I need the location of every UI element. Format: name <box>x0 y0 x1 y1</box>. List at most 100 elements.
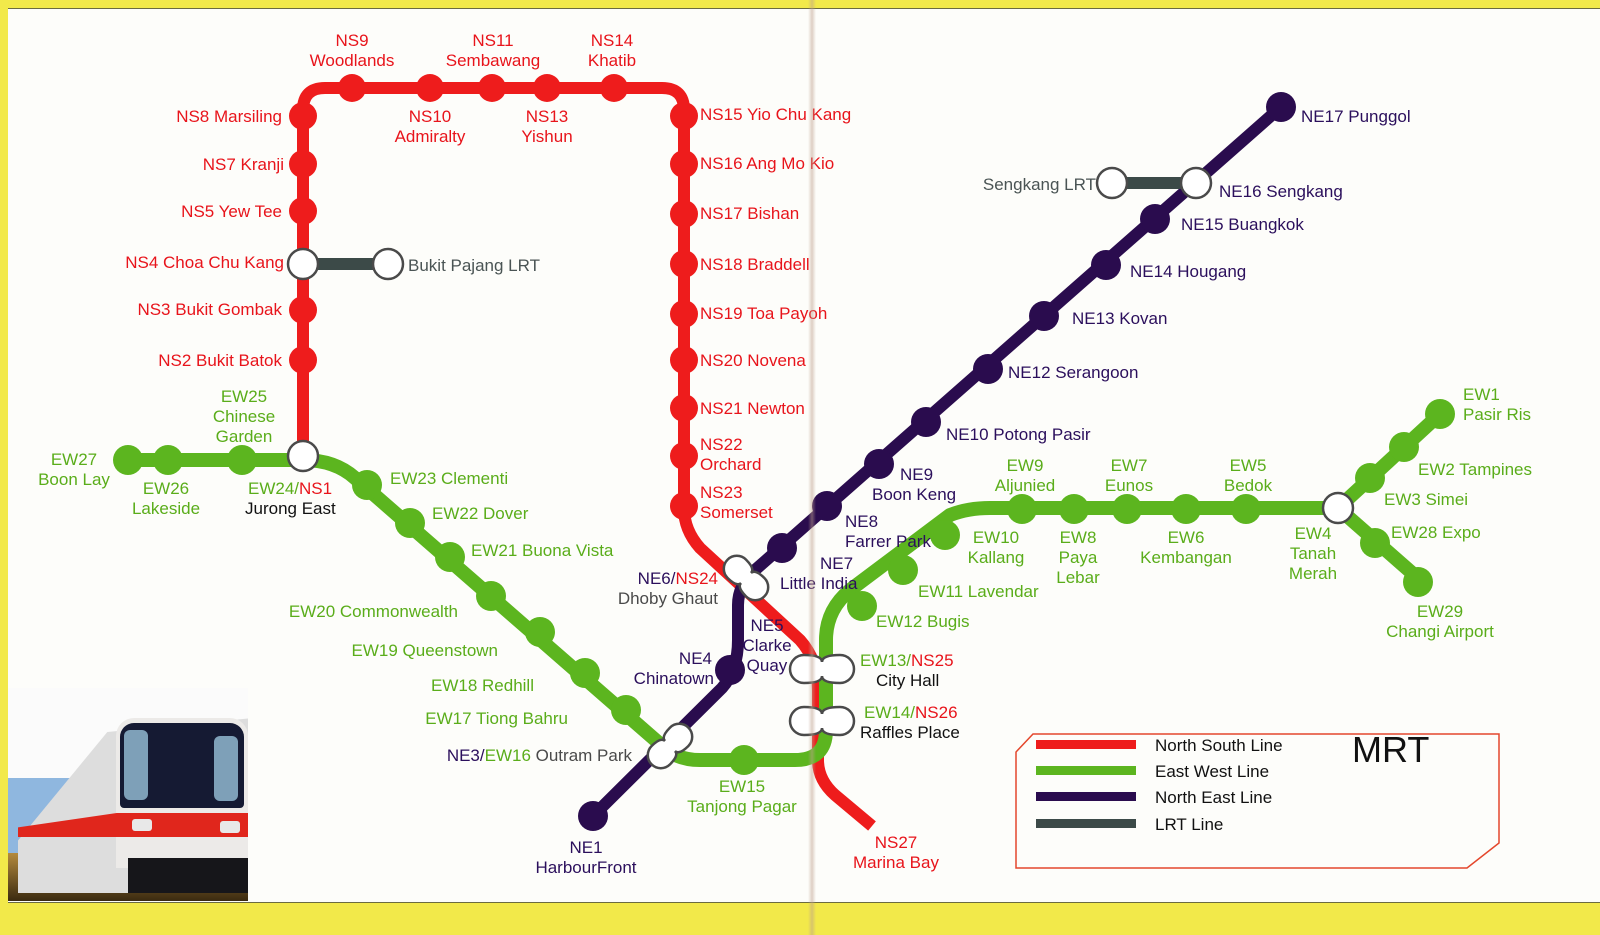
station-label-ew20[interactable]: EW20 Commonwealth <box>289 602 458 621</box>
station-label-ne14[interactable]: NE14 Hougang <box>1130 262 1246 281</box>
legend-title: MRT <box>1352 729 1429 770</box>
train-undercarriage <box>128 858 248 893</box>
tanah-merah-interchange-icon <box>1321 491 1355 525</box>
legend-label-north-south: North South Line <box>1155 736 1283 755</box>
legend-label-lrt: LRT Line <box>1155 815 1223 834</box>
legend-label-east-west: East West Line <box>1155 762 1269 781</box>
station-label-dhoby-ghaut[interactable]: Dhoby Ghaut <box>618 589 718 608</box>
station-label-ns17[interactable]: NS17 Bishan <box>700 204 799 223</box>
station-label-city-hall[interactable]: City Hall <box>876 671 939 690</box>
station-label-ns8[interactable]: NS8 Marsiling <box>176 107 282 126</box>
jurong-east-interchange-icon <box>286 439 320 473</box>
ns-station-dots <box>289 74 698 520</box>
bukit-pajang-lrt-icon <box>371 247 405 281</box>
station-label-ew23[interactable]: EW23 Clementi <box>390 469 508 488</box>
legend-label-north-east: North East Line <box>1155 788 1272 807</box>
station-label-ne16[interactable]: NE16 Sengkang <box>1219 182 1343 201</box>
station-label-ew28[interactable]: EW28 Expo <box>1391 523 1481 542</box>
station-label-ns15[interactable]: NS15 Yio Chu Kang <box>700 105 851 124</box>
station-label-ne10[interactable]: NE10 Potong Pasir <box>946 425 1091 444</box>
east-west-line-track <box>128 453 1338 767</box>
station-label-ns5[interactable]: NS5 Yew Tee <box>181 202 282 221</box>
mrt-train-photo <box>8 688 248 901</box>
station-label-ew22[interactable]: EW22 Dover <box>432 504 529 523</box>
station-label-ns3[interactable]: NS3 Bukit Gombak <box>137 300 282 319</box>
station-label-ew3[interactable]: EW3 Simei <box>1384 490 1468 509</box>
station-label-ne6-ns24[interactable]: NE6/NS24 <box>638 569 718 588</box>
sengkang-interchange-icon <box>1179 166 1213 200</box>
station-label-ne13[interactable]: NE13 Kovan <box>1072 309 1167 328</box>
station-label-ew11[interactable]: EW11 Lavendar <box>918 582 1039 601</box>
legend-frame <box>1015 733 1500 869</box>
station-label-ns20[interactable]: NS20 Novena <box>700 351 806 370</box>
station-label-ew24-ns1[interactable]: EW24/NS1 <box>248 479 332 498</box>
city-hall-interchange-icon <box>788 653 856 685</box>
station-label-ew18[interactable]: EW18 Redhill <box>431 676 534 695</box>
sengkang-lrt-icon <box>1095 166 1129 200</box>
station-label-ne12[interactable]: NE12 Serangoon <box>1008 363 1138 382</box>
station-label-ne17[interactable]: NE17 Punggol <box>1301 107 1411 126</box>
ew-station-dots <box>113 399 1455 775</box>
choa-chu-kang-interchange-icon <box>286 247 320 281</box>
station-label-jurong-east[interactable]: Jurong East <box>245 499 336 518</box>
station-label-raffles-place[interactable]: Raffles Place <box>860 723 960 742</box>
station-label-ne3-ew16[interactable]: NE3/EW16 Outram Park <box>447 746 633 765</box>
station-label-ns4[interactable]: NS4 Choa Chu Kang <box>125 253 284 272</box>
station-label-ns18[interactable]: NS18 Braddell <box>700 255 810 274</box>
station-label-ew21[interactable]: EW21 Buona Vista <box>471 541 614 560</box>
raffles-place-interchange-icon <box>788 705 856 737</box>
station-label-ns21[interactable]: NS21 Newton <box>700 399 805 418</box>
station-label-ne15[interactable]: NE15 Buangkok <box>1181 215 1304 234</box>
station-label-ew13-ns25[interactable]: EW13/NS25 <box>860 651 954 670</box>
station-label-ew12[interactable]: EW12 Bugis <box>876 612 970 631</box>
legend-swatch-east-west <box>1036 766 1136 775</box>
station-label-ns19[interactable]: NS19 Toa Payoh <box>700 304 827 323</box>
station-label-ns16[interactable]: NS16 Ang Mo Kio <box>700 154 834 173</box>
train-window-left <box>124 730 148 800</box>
station-label-ew19[interactable]: EW19 Queenstown <box>352 641 498 660</box>
station-label-ew2[interactable]: EW2 Tampines <box>1418 460 1532 479</box>
ne-station-dots <box>578 92 1296 831</box>
station-label-ns2[interactable]: NS2 Bukit Batok <box>158 351 282 370</box>
station-label-ns7[interactable]: NS7 Kranji <box>203 155 284 174</box>
legend: North South Line East West Line North Ea… <box>1015 729 1500 869</box>
train-window-right <box>214 736 238 801</box>
dhoby-ghaut-interchange-icon <box>722 554 770 602</box>
station-label-sengkang-lrt[interactable]: Sengkang LRT <box>983 175 1096 194</box>
station-label-bukit-pajang-lrt[interactable]: Bukit Pajang LRT <box>408 256 540 275</box>
legend-swatch-north-south <box>1036 740 1136 749</box>
north-south-line-track <box>297 82 876 831</box>
train-headlight-left <box>132 819 152 831</box>
station-label-ew14-ns26[interactable]: EW14/NS26 <box>864 703 958 722</box>
legend-swatch-north-east <box>1036 792 1136 801</box>
station-label-ew17[interactable]: EW17 Tiong Bahru <box>425 709 568 728</box>
